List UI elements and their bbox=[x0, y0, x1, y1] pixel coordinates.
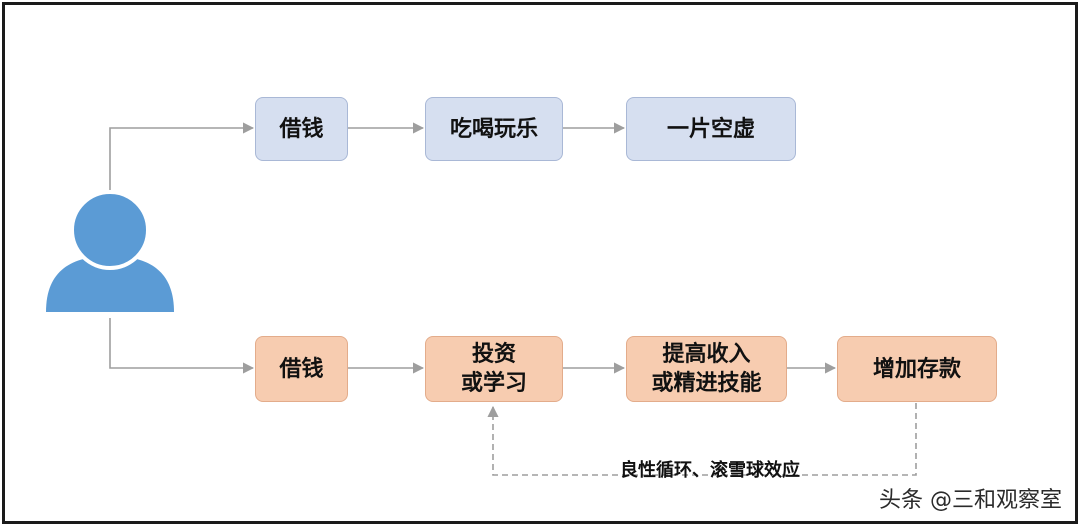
feedback-loop-label: 良性循环、滚雪球效应 bbox=[620, 460, 800, 481]
bottom-box-income: 提高收入 或精进技能 bbox=[626, 336, 787, 402]
bottom-box-invest: 投资 或学习 bbox=[425, 336, 563, 402]
top-box-spend: 吃喝玩乐 bbox=[425, 97, 563, 161]
person-icon bbox=[46, 190, 174, 312]
branch-bottom-arrow bbox=[109, 318, 255, 374]
top-box-borrow: 借钱 bbox=[255, 97, 348, 161]
feedback-loop-arrow bbox=[487, 403, 917, 476]
top-box-empty: 一片空虚 bbox=[626, 97, 796, 161]
branch-top-arrow bbox=[109, 122, 255, 190]
watermark: 头条 @三和观察室 bbox=[879, 488, 1062, 513]
bottom-box-borrow: 借钱 bbox=[255, 336, 348, 402]
bottom-box-savings: 增加存款 bbox=[837, 336, 997, 402]
